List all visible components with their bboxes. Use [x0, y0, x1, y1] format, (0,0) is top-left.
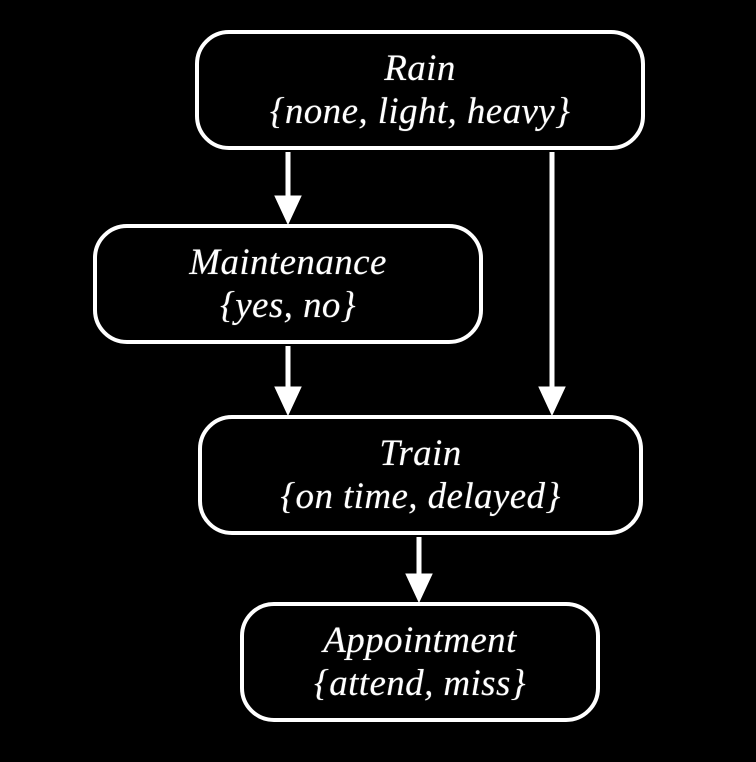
node-appointment-name: Appointment: [323, 619, 517, 661]
node-rain-name: Rain: [384, 47, 456, 89]
node-maintenance-name: Maintenance: [189, 241, 387, 283]
node-rain-values: {none, light, heavy}: [269, 91, 571, 132]
node-train[interactable]: Train {on time, delayed}: [198, 415, 643, 535]
node-train-values: {on time, delayed}: [280, 476, 561, 517]
node-maintenance[interactable]: Maintenance {yes, no}: [93, 224, 483, 344]
node-train-name: Train: [379, 432, 462, 474]
node-appointment[interactable]: Appointment {attend, miss}: [240, 602, 600, 722]
node-maintenance-values: {yes, no}: [220, 285, 356, 326]
node-rain[interactable]: Rain {none, light, heavy}: [195, 30, 645, 150]
node-appointment-values: {attend, miss}: [314, 663, 526, 704]
